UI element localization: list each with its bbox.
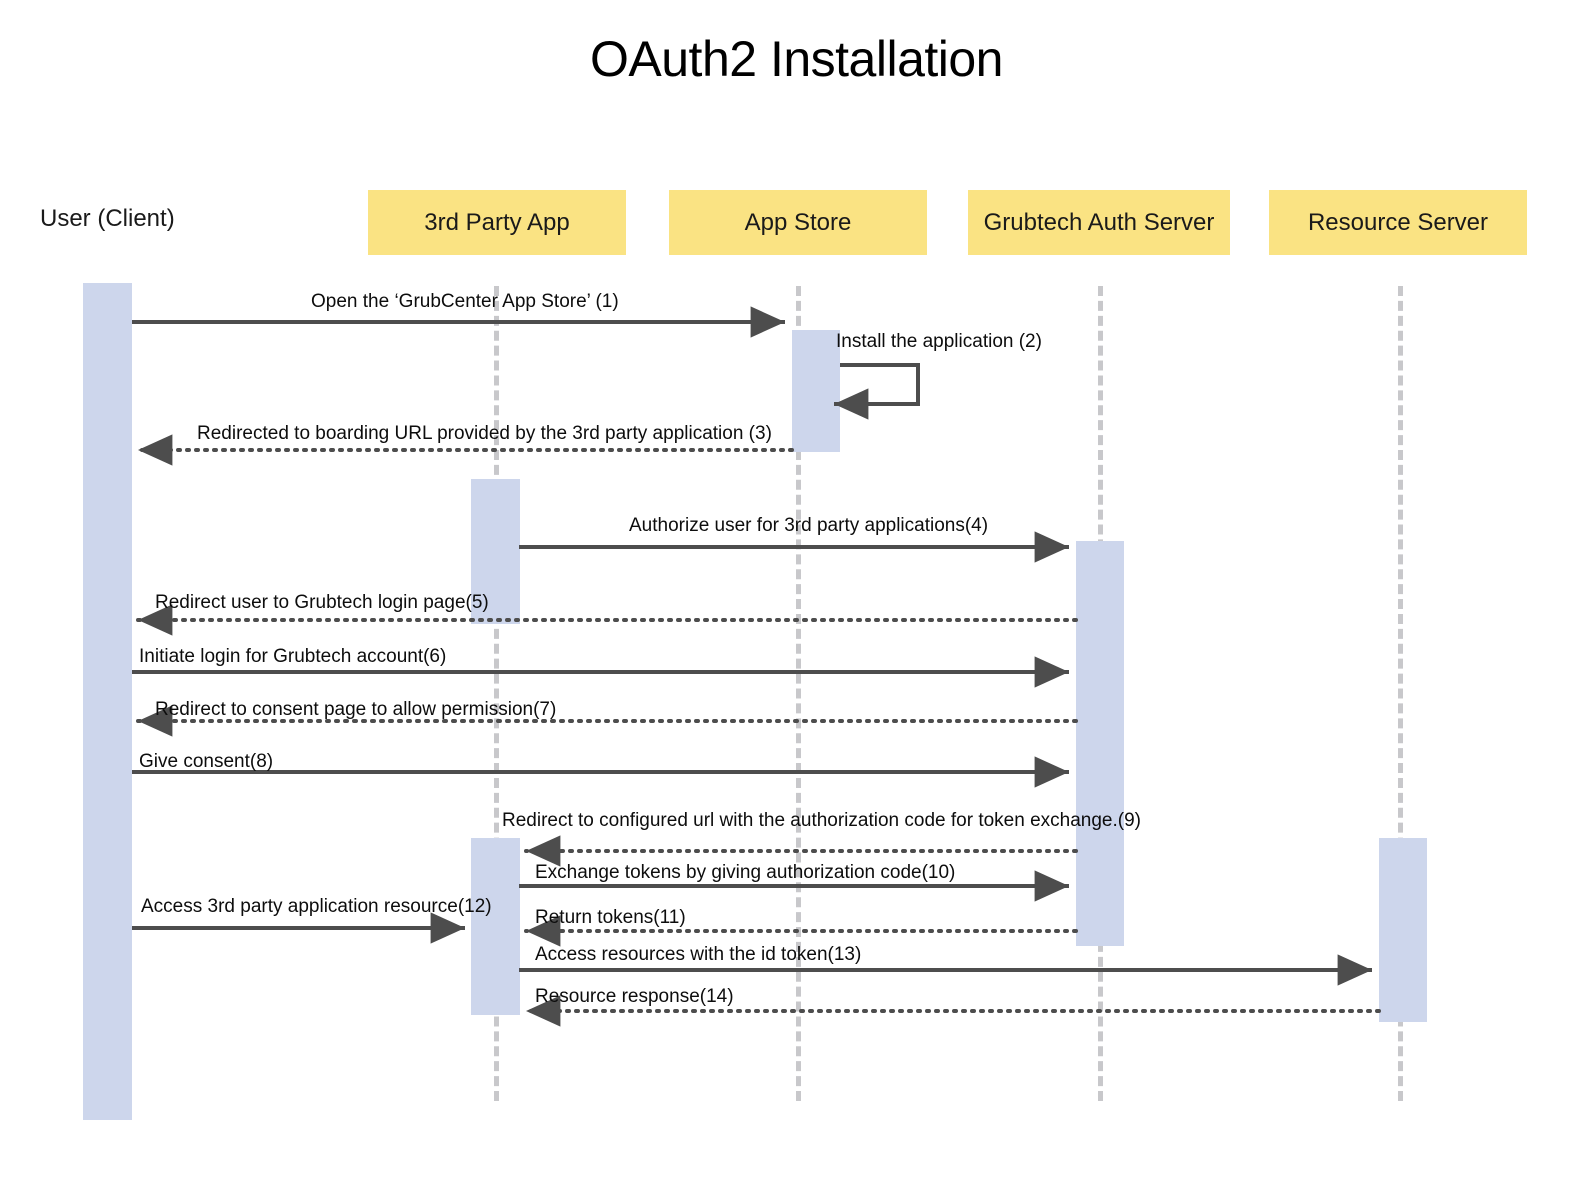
activation-authserver	[1076, 541, 1124, 946]
msg-label-14: Resource response(14)	[535, 986, 734, 1007]
msg-label-13: Access resources with the id token(13)	[535, 944, 862, 965]
msg-label-8: Give consent(8)	[139, 751, 274, 772]
msg-label-7: Redirect to consent page to allow permis…	[155, 699, 557, 720]
msg-label-11: Return tokens(11)	[535, 907, 686, 928]
activation-resourceserver	[1379, 838, 1427, 1022]
participant-appstore[interactable]: App Store	[669, 190, 927, 255]
msg-label-12: Access 3rd party application resource(12…	[141, 896, 492, 917]
activation-thirdparty-2	[471, 838, 520, 1015]
activation-user	[83, 283, 132, 1120]
activation-thirdparty-1	[471, 479, 520, 624]
arrow-msg-2	[834, 363, 920, 420]
msg-label-6: Initiate login for Grubtech account(6)	[139, 646, 447, 667]
msg-label-9: Redirect to configured url with the auth…	[502, 810, 1141, 831]
lifeline-thirdparty	[494, 286, 499, 1101]
page-title: OAuth2 Installation	[590, 31, 1004, 87]
msg-label-3: Redirected to boarding URL provided by t…	[197, 423, 772, 444]
lifeline-resourceserver	[1398, 286, 1403, 1101]
participant-thirdparty[interactable]: 3rd Party App	[368, 190, 626, 255]
participant-authserver[interactable]: Grubtech Auth Server	[968, 190, 1230, 255]
participant-user: User (Client)	[40, 205, 175, 232]
participant-resourceserver[interactable]: Resource Server	[1269, 190, 1527, 255]
activation-appstore	[792, 330, 840, 452]
msg-label-2: Install the application (2)	[836, 331, 1042, 352]
msg-label-1: Open the ‘GrubCenter App Store’ (1)	[311, 291, 619, 312]
msg-label-4: Authorize user for 3rd party application…	[629, 515, 989, 536]
msg-label-10: Exchange tokens by giving authorization …	[535, 862, 956, 883]
lifeline-appstore	[796, 286, 801, 1101]
msg-label-5: Redirect user to Grubtech login page(5)	[155, 592, 489, 613]
